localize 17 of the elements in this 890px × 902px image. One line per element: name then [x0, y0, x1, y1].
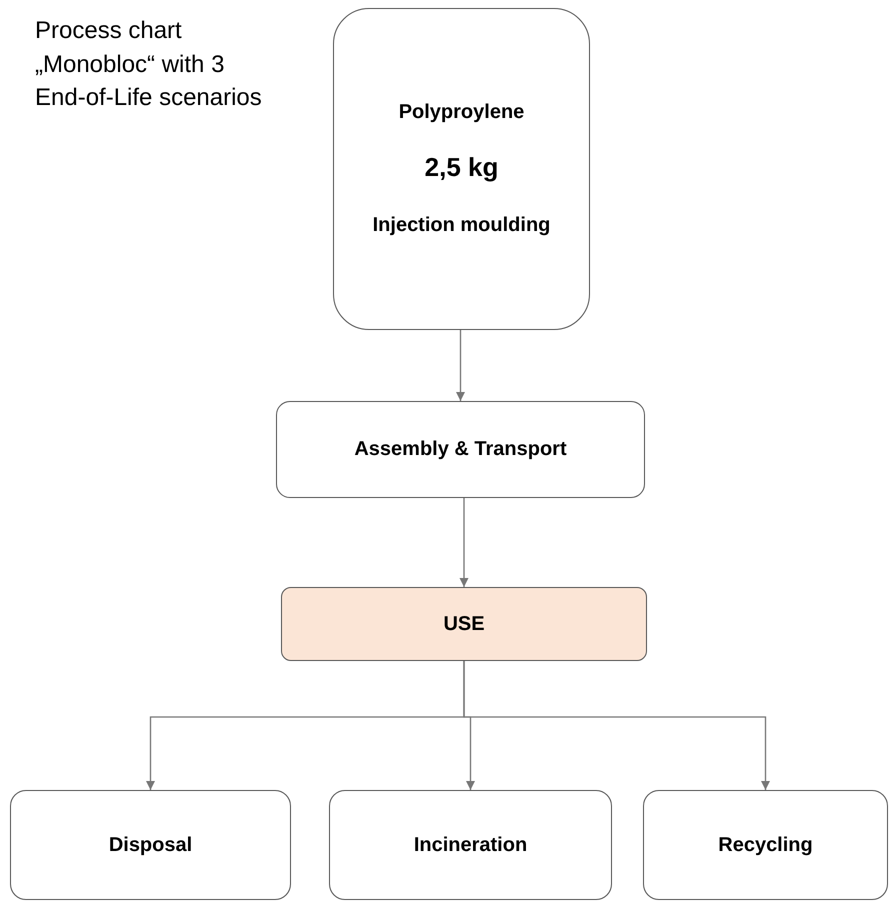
process-box	[643, 790, 888, 900]
arrow	[460, 498, 468, 587]
process-box	[333, 8, 590, 330]
node-label: Disposal	[108, 832, 192, 858]
node-label: 2,5 kg	[424, 150, 498, 184]
process-box	[276, 401, 645, 498]
arrow	[456, 330, 465, 401]
node-label: Recycling	[718, 832, 813, 858]
node-label: Incineration	[414, 832, 528, 858]
node-label: Injection moulding	[372, 213, 550, 238]
node-label: Assembly & Transport	[354, 437, 567, 462]
chart-title: Process chart „Monobloc“ with 3 End-of-Life scenarios	[35, 16, 263, 114]
process-box	[329, 790, 612, 900]
node-label: Polyproylene	[398, 100, 524, 125]
use-box	[281, 587, 647, 661]
node-label: USE	[443, 612, 485, 636]
process-box	[10, 790, 291, 900]
